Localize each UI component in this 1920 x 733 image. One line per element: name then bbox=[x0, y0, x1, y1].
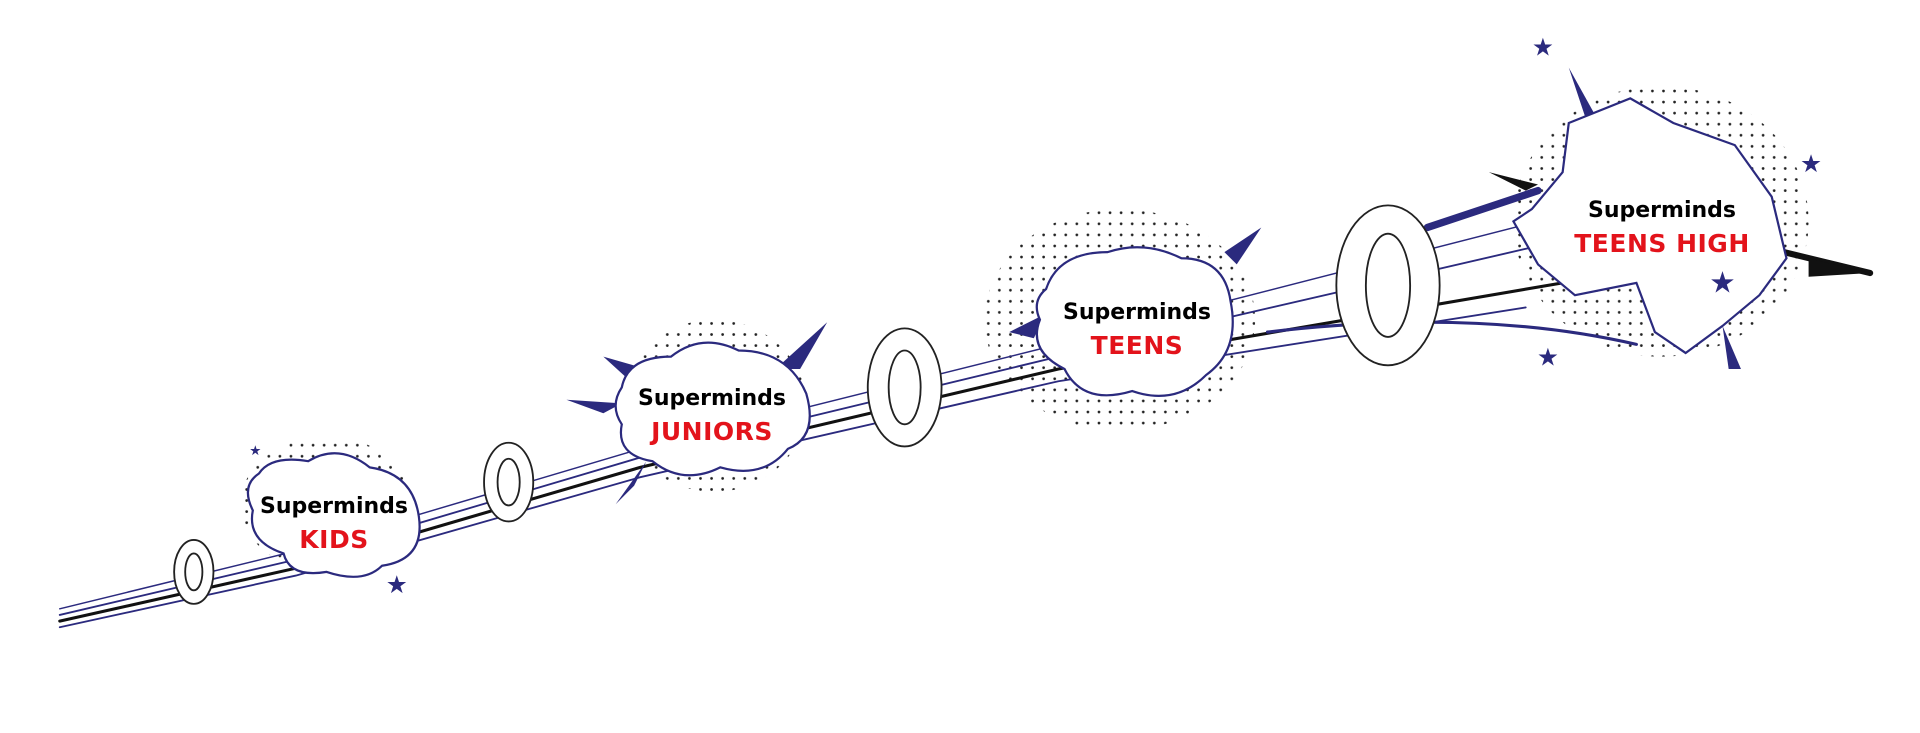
cloud-kids bbox=[246, 452, 421, 578]
level-title: Superminds bbox=[638, 386, 786, 411]
level-name: TEENS bbox=[1090, 331, 1184, 360]
star-icon: ★ bbox=[1537, 342, 1559, 371]
star-icon: ★ bbox=[1800, 149, 1822, 178]
level-title: Superminds bbox=[1063, 300, 1211, 325]
level-juniors[interactable]: Superminds JUNIORS bbox=[638, 386, 786, 446]
star-icon: ★ bbox=[249, 443, 261, 459]
level-name: JUNIORS bbox=[651, 417, 773, 446]
star-icon: ★ bbox=[1532, 32, 1554, 61]
level-teens-high[interactable]: Superminds TEENS HIGH bbox=[1574, 198, 1750, 258]
level-kids[interactable]: Superminds KIDS bbox=[260, 494, 408, 554]
level-title: Superminds bbox=[1587, 198, 1736, 223]
star-icon: ★ bbox=[1709, 266, 1735, 300]
level-title: Superminds bbox=[260, 494, 408, 519]
star-icon: ★ bbox=[386, 570, 408, 599]
level-name: KIDS bbox=[299, 525, 369, 554]
stars: ★ ★ ★ ★ ★ ★ bbox=[249, 32, 1822, 598]
cloud-teens bbox=[1035, 246, 1234, 397]
smoke-rings bbox=[173, 204, 1441, 605]
cloud-juniors bbox=[614, 341, 811, 477]
level-teens[interactable]: Superminds TEENS bbox=[1063, 300, 1211, 360]
clouds bbox=[246, 97, 1788, 578]
burst-teens-high bbox=[1511, 97, 1788, 355]
level-name: TEENS HIGH bbox=[1574, 229, 1750, 258]
